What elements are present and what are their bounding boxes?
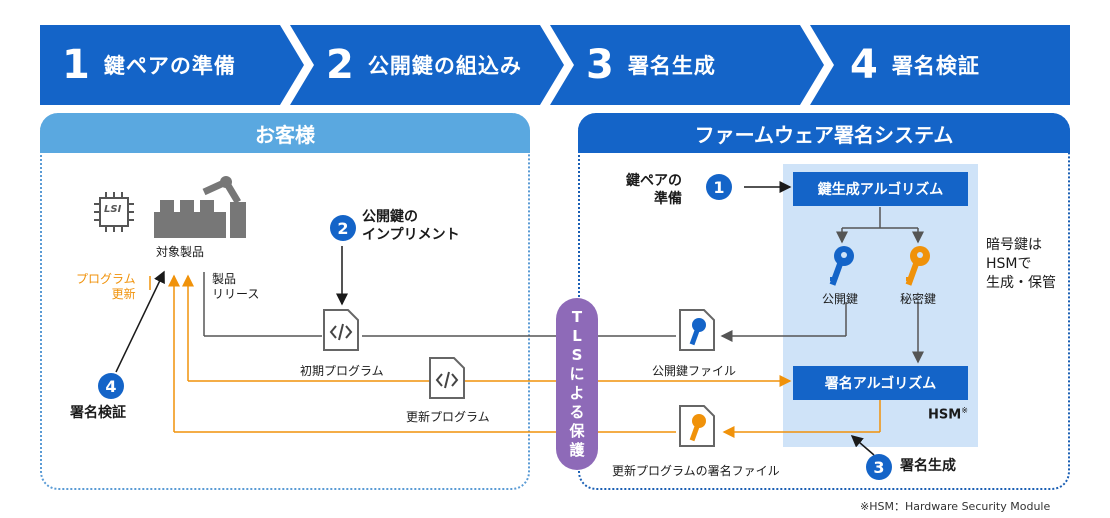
keygen-algorithm-box: 鍵生成アルゴリズム [793, 172, 968, 206]
sign-algorithm-box: 署名アルゴリズム [793, 366, 968, 400]
step-2-caption-line-1: 公開鍵の [362, 209, 418, 225]
public-key-icon [829, 246, 854, 286]
product-release-label: 製品 リリース [212, 272, 259, 302]
step-1-badge: 1 [706, 174, 732, 200]
hsm-label: HSM※ [928, 406, 968, 422]
step-2-caption: 公開鍵の インプリメント [362, 208, 460, 244]
step-3-label: 署名生成 [627, 54, 716, 78]
step-3-number: 3 [586, 42, 614, 88]
program-update-label: プログラム 更新 [76, 272, 136, 302]
public-key-file-label: 公開鍵ファイル [652, 364, 737, 378]
update-program-code-file-icon [429, 357, 465, 399]
tls-char: よ [569, 384, 585, 402]
customer-panel-title: お客様 [40, 113, 530, 153]
lsi-chip-icon [94, 192, 134, 232]
step-4-label: 署名検証 [891, 54, 980, 78]
step-2-number: 2 [326, 42, 354, 88]
step-2-label: 公開鍵の組込み [367, 54, 522, 78]
hsm-footnote-mark: ※ [961, 406, 968, 415]
program-update-line-2: 更新 [111, 287, 136, 301]
step-1-caption: 鍵ペアの 準備 [626, 172, 682, 208]
tls-char: に [569, 365, 585, 383]
initial-program-code-file-icon [323, 309, 359, 351]
hsm-text: HSM [928, 407, 962, 423]
tls-char: T [571, 308, 583, 326]
public-key-file-icon [679, 309, 715, 351]
factory-robot-icon [154, 176, 246, 238]
footnote: ※HSM：Hardware Security Module [860, 500, 1051, 513]
target-product-label: 対象製品 [156, 245, 205, 259]
tls-char: S [571, 346, 583, 364]
step-1-caption-line-1: 鍵ペアの [626, 173, 682, 189]
step-4-caption: 署名検証 [70, 405, 126, 421]
hsm-note-line-1: 暗号鍵は [986, 237, 1042, 253]
step-1-caption-line-2: 準備 [654, 191, 682, 207]
step-4-badge: 4 [98, 373, 124, 399]
step-2-badge: 2 [330, 215, 356, 241]
tls-protection-pill: T L S に よ る 保 護 [556, 298, 598, 470]
step-1-number: 1 [62, 42, 90, 88]
step-1: 1 鍵ペアの準備 [62, 25, 236, 105]
step-1-label: 鍵ペアの準備 [103, 54, 236, 78]
lsi-label: LSI [104, 204, 122, 215]
system-panel-title: ファームウェア署名システム [578, 113, 1070, 153]
hsm-note-line-3: 生成・保管 [986, 275, 1056, 291]
step-bar: 1 鍵ペアの準備 2 公開鍵の組込み 3 署名生成 4 署名検証 [40, 25, 1070, 105]
step-2: 2 公開鍵の組込み [326, 25, 522, 105]
private-key-label: 秘密鍵 [900, 292, 937, 306]
hsm-note-line-2: HSMで [986, 256, 1032, 272]
update-program-label: 更新プログラム [406, 410, 490, 424]
private-key-icon [905, 246, 930, 286]
step-bar-shapes [40, 25, 1070, 105]
step-4: 4 署名検証 [850, 25, 980, 105]
step-2-caption-line-2: インプリメント [362, 227, 460, 243]
tls-char: 保 [569, 422, 585, 440]
product-release-line-1: 製品 [212, 272, 237, 286]
step-3: 3 署名生成 [586, 25, 716, 105]
product-release-line-2: リリース [212, 287, 260, 301]
step-4-number: 4 [850, 42, 878, 88]
step-3-caption: 署名生成 [900, 458, 956, 474]
initial-program-label: 初期プログラム [300, 364, 384, 378]
hsm-note: 暗号鍵は HSMで 生成・保管 [986, 236, 1056, 293]
step-3-badge: 3 [866, 454, 892, 480]
tls-char: L [572, 327, 582, 345]
tls-char: る [569, 403, 585, 421]
program-update-line-1: プログラム [76, 272, 136, 286]
signature-file-icon [679, 405, 715, 447]
tls-char: 護 [569, 441, 585, 459]
public-key-label: 公開鍵 [822, 292, 859, 306]
signature-file-label: 更新プログラムの署名ファイル [612, 464, 780, 478]
